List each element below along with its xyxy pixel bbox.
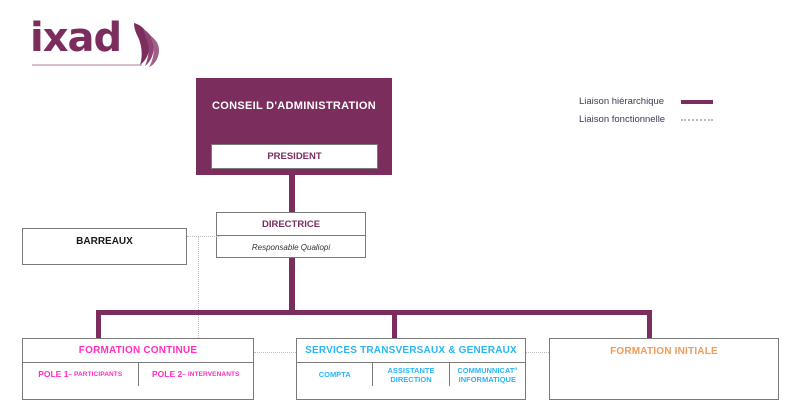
dotted-connector-barreaux-vertical <box>198 236 199 338</box>
legend-item-hierarchical: Liaison hiérarchique <box>579 94 759 109</box>
ixad-logo: ixad <box>30 16 170 72</box>
node-pole-2-sublabel: – INTERVENANTS <box>182 371 240 378</box>
node-communication-informatique-label-line1: COMMUNNICAT° <box>457 365 518 375</box>
node-assistante-direction-label-line1: ASSISTANTE <box>387 365 435 375</box>
flame-leaf-icon <box>134 23 159 67</box>
dotted-connector-barreaux-horizontal <box>187 236 219 237</box>
node-pole-2[interactable]: POLE 2 – INTERVENANTS <box>139 363 254 386</box>
connector-directrice-to-bus <box>289 258 295 314</box>
connector-bus-horizontal <box>96 310 652 315</box>
legend-swatch-solid-line <box>681 99 713 104</box>
formation-continue-subrow: POLE 1 – PARTICIPANTS POLE 2 – INTERVENA… <box>23 363 253 386</box>
node-president-label: PRESIDENT <box>267 151 322 162</box>
node-directrice-subtitle: Responsable Qualiopi <box>251 242 331 252</box>
node-communication-informatique[interactable]: COMMUNNICAT°INFORMATIQUE <box>450 363 525 386</box>
node-president[interactable]: PRESIDENT <box>211 144 378 169</box>
legend: Liaison hiérarchique Liaison fonctionnel… <box>579 94 759 130</box>
node-pole-1-sublabel: – PARTICIPANTS <box>68 371 123 378</box>
node-formation-continue-label: FORMATION CONTINUE <box>23 339 253 363</box>
dotted-connector-fc-to-st <box>254 352 296 353</box>
connector-bus-drop-center <box>392 310 397 338</box>
legend-label-hierarchical: Liaison hiérarchique <box>579 96 665 107</box>
legend-swatch-dotted-line <box>681 118 713 121</box>
node-directrice-label: DIRECTRICE <box>217 213 365 236</box>
node-barreaux-label: BARREAUX <box>76 236 133 247</box>
node-communication-informatique-label-line2: INFORMATIQUE <box>458 374 516 384</box>
node-pole-1-label: POLE 1 <box>38 369 69 379</box>
node-assistante-direction-label-line2: DIRECTION <box>390 374 432 384</box>
node-pole-1[interactable]: POLE 1 – PARTICIPANTS <box>23 363 139 386</box>
node-formation-continue[interactable]: FORMATION CONTINUE POLE 1 – PARTICIPANTS… <box>22 338 254 400</box>
node-pole-2-label: POLE 2 <box>152 369 183 379</box>
node-compta-label: COMPTA <box>318 370 351 379</box>
node-directrice[interactable]: DIRECTRICE Responsable Qualiopi <box>216 212 366 258</box>
node-services-transversaux[interactable]: SERVICES TRANSVERSAUX & GENERAUX COMPTA … <box>296 338 526 400</box>
legend-label-functional: Liaison fonctionnelle <box>579 114 666 125</box>
connector-president-to-directrice <box>289 169 295 212</box>
logo-wordmark: ixad <box>30 15 122 61</box>
legend-item-functional: Liaison fonctionnelle <box>579 112 759 127</box>
node-formation-initiale-label: FORMATION INITIALE <box>610 345 718 357</box>
node-barreaux[interactable]: BARREAUX <box>22 228 187 265</box>
node-services-transversaux-label: SERVICES TRANSVERSAUX & GENERAUX <box>297 339 525 363</box>
dotted-connector-st-to-fi <box>526 352 549 353</box>
logo-underline-rule <box>32 64 142 66</box>
node-formation-initiale[interactable]: FORMATION INITIALE <box>549 338 779 400</box>
node-conseil-administration-label: CONSEIL D'ADMINISTRATION <box>211 100 377 112</box>
connector-bus-drop-right <box>647 310 652 338</box>
node-compta[interactable]: COMPTA <box>297 363 374 386</box>
connector-bus-drop-left <box>96 310 101 338</box>
